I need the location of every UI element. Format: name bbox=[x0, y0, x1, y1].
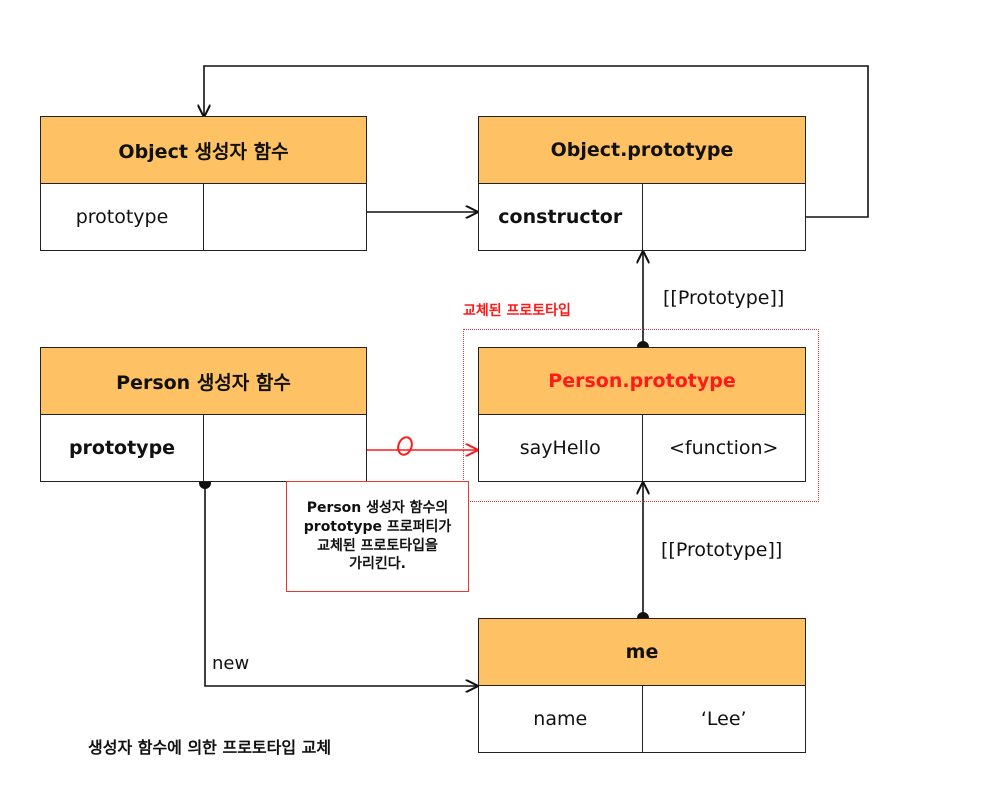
me-object-box: me name ‘Lee’ bbox=[478, 618, 806, 753]
prototype-link-label-lower: [[Prototype]] bbox=[661, 539, 783, 561]
person-prototype-sayhello-value: <function> bbox=[641, 415, 806, 481]
object-prototype-constructor-key: constructor bbox=[498, 206, 623, 228]
diagram-caption: 생성자 함수에 의한 프로토타입 교체 bbox=[88, 738, 332, 757]
object-constructor-title: Object 생성자 함수 bbox=[41, 117, 366, 184]
person-prototype-box: Person.prototype sayHello <function> bbox=[478, 347, 806, 482]
prototype-link-label-upper: [[Prototype]] bbox=[663, 287, 785, 309]
person-constructor-prototype-key: prototype bbox=[68, 437, 176, 459]
me-object-title: me bbox=[479, 619, 805, 686]
callout-line: 가리킨다. bbox=[349, 556, 406, 573]
replaced-prototype-highlight bbox=[463, 329, 819, 502]
callout-note: Person 생성자 함수의 prototype 프로퍼티가 교체된 프로토타입… bbox=[286, 481, 469, 592]
object-prototype-constructor-value bbox=[641, 184, 806, 250]
object-constructor-prototype-key: prototype bbox=[75, 206, 169, 228]
callout-line: Person 생성자 함수의 bbox=[306, 499, 449, 516]
callout-line: prototype 프로퍼티가 bbox=[303, 518, 452, 535]
arrow-me-to-person-proto bbox=[637, 483, 649, 624]
person-prototype-sayhello-key: sayHello bbox=[519, 437, 601, 459]
person-constructor-prototype-value bbox=[203, 415, 366, 481]
object-constructor-prototype-value bbox=[203, 184, 366, 250]
callout-line: 교체된 프로토타입을 bbox=[317, 537, 438, 554]
replaced-prototype-label: 교체된 프로토타입 bbox=[463, 303, 571, 319]
person-prototype-title: Person.prototype bbox=[479, 348, 805, 415]
new-label: new bbox=[212, 653, 250, 674]
object-prototype-title: Object.prototype bbox=[479, 117, 805, 184]
person-constructor-title: Person 생성자 함수 bbox=[41, 348, 366, 415]
object-prototype-box: Object.prototype constructor bbox=[478, 116, 806, 251]
me-name-key: name bbox=[533, 708, 588, 730]
object-constructor-box: Object 생성자 함수 prototype bbox=[40, 116, 367, 251]
person-constructor-box: Person 생성자 함수 prototype bbox=[40, 347, 367, 482]
me-name-value: ‘Lee’ bbox=[641, 686, 806, 752]
